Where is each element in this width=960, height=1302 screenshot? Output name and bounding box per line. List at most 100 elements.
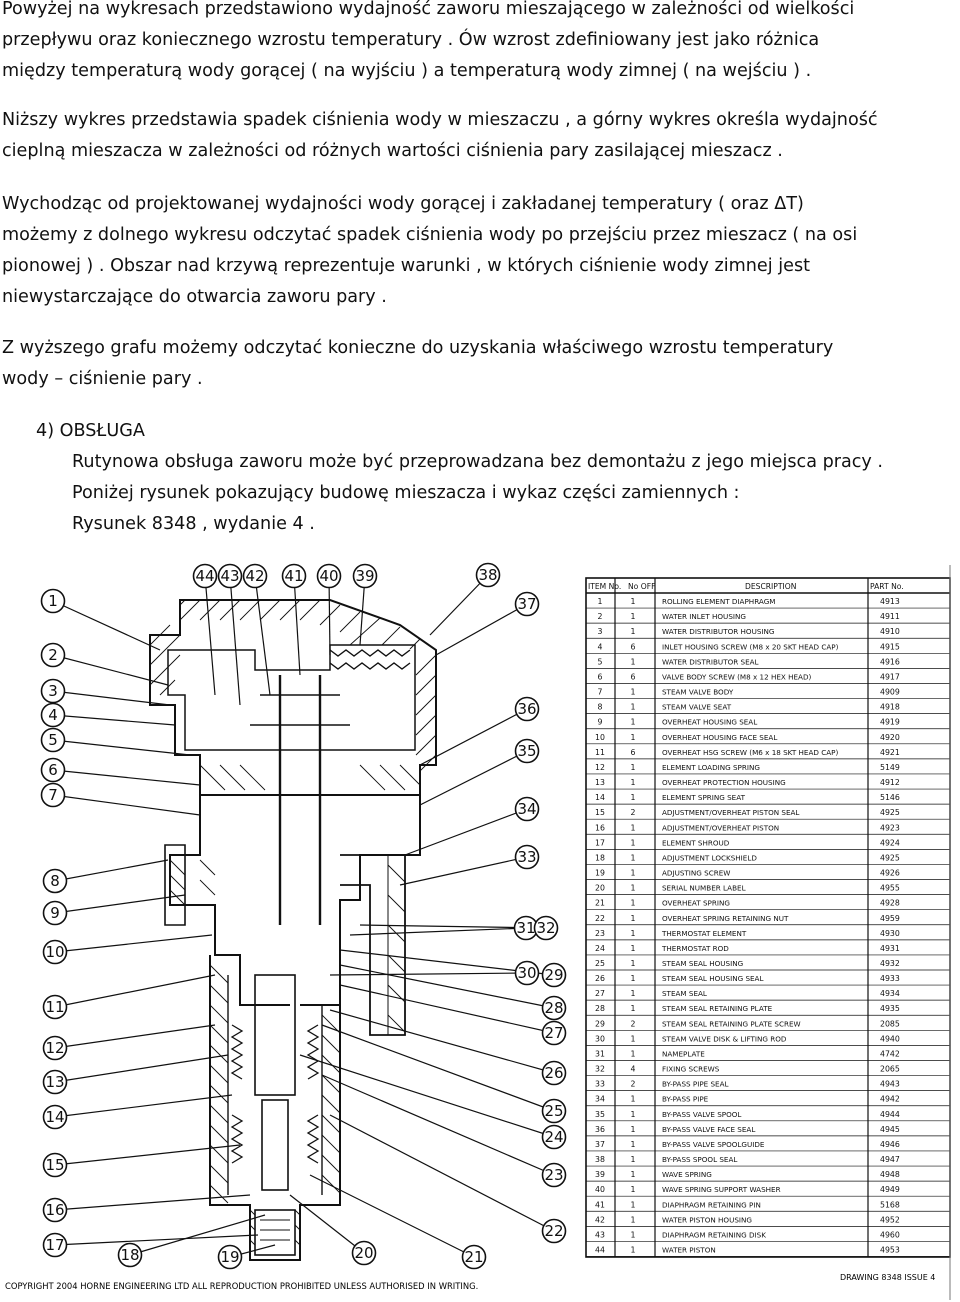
part-number-cell: 5168 [880, 1200, 900, 1209]
quantity-cell: 1 [631, 974, 636, 983]
leader-line [419, 708, 528, 766]
paragraph-reading-graph: Wychodząc od projektowanej wydajności wo… [2, 189, 952, 313]
description-cell: ADJUSTMENT/OVERHEAT PISTON [662, 823, 779, 832]
item-number-cell: 12 [595, 763, 605, 772]
item-number-cell: 5 [598, 657, 603, 666]
item-number-cell: 30 [595, 1034, 605, 1043]
description-cell: BY-PASS PIPE SEAL [662, 1080, 729, 1089]
item-number-cell: 38 [595, 1155, 605, 1164]
part-number-cell: 4948 [880, 1170, 900, 1179]
callout-balloon-8: 8 [42, 868, 68, 894]
table-header-cell: No OFF [628, 582, 655, 591]
leader-line [299, 1054, 555, 1138]
balloon-number: 24 [544, 1128, 563, 1146]
description-cell: BY-PASS PIPE [662, 1095, 709, 1104]
item-number-cell: 43 [595, 1230, 605, 1239]
leader-line [52, 600, 161, 651]
description-cell: STEAM SEAL RETAINING PLATE SCREW [662, 1019, 801, 1028]
description-cell: OVERHEAT HOUSING FACE SEAL [662, 733, 777, 742]
quantity-cell: 1 [631, 1185, 636, 1194]
balloon-number: 1 [48, 592, 58, 610]
description-cell: INLET HOUSING SCREW (M8 x 20 SKT HEAD CA… [662, 642, 839, 651]
balloon-number: 33 [517, 848, 536, 866]
leader-line [419, 750, 528, 806]
part-number-cell: 4915 [880, 642, 900, 651]
callout-balloon-6: 6 [40, 757, 66, 783]
part-number-cell: 4935 [880, 1004, 900, 1013]
description-cell: WATER PISTON HOUSING [662, 1215, 752, 1224]
balloon-number: 31 [516, 919, 535, 937]
callout-balloon-32: 32 [533, 915, 559, 941]
leader-line [52, 739, 191, 756]
balloon-number: 42 [245, 567, 264, 585]
callout-balloon-34: 34 [514, 796, 540, 822]
item-number-cell: 23 [595, 929, 605, 938]
part-number-cell: 4919 [880, 718, 900, 727]
balloon-number: 11 [45, 998, 64, 1016]
description-cell: BY-PASS SPOOL SEAL [662, 1155, 737, 1164]
callout-balloon-30: 30 [514, 960, 540, 986]
balloon-number: 22 [544, 1222, 563, 1240]
balloon-number: 5 [48, 731, 58, 749]
leader-line [54, 859, 169, 882]
leader-line [321, 1074, 555, 1176]
text-line: pionowej ) . Obszar nad krzywą reprezent… [2, 256, 811, 276]
balloon-number: 15 [45, 1156, 64, 1174]
part-number-cell: 5146 [880, 793, 900, 802]
quantity-cell: 1 [631, 1110, 636, 1119]
quantity-cell: 1 [631, 884, 636, 893]
quantity-cell: 2 [631, 1080, 636, 1089]
item-number-cell: 36 [595, 1125, 605, 1134]
callout-balloon-26: 26 [541, 1060, 567, 1086]
text-line: Powyżej na wykresach przedstawiono wydaj… [2, 0, 855, 19]
balloon-number: 12 [45, 1039, 64, 1057]
item-number-cell: 35 [595, 1110, 605, 1119]
description-cell: ADJUSTMENT/OVERHEAT PISTON SEAL [662, 808, 799, 817]
callout-balloon-16: 16 [42, 1197, 68, 1223]
leader-line [54, 974, 216, 1008]
item-number-cell: 13 [595, 778, 605, 787]
item-number-cell: 39 [595, 1170, 605, 1179]
balloon-number: 18 [120, 1246, 139, 1264]
description-cell: THERMOSTAT ROD [661, 944, 729, 953]
leader-line [54, 934, 213, 953]
quantity-cell: 1 [631, 1140, 636, 1149]
leader-line [321, 1024, 555, 1112]
description-cell: NAMEPLATE [662, 1049, 705, 1058]
item-number-cell: 16 [595, 823, 605, 832]
quantity-cell: 1 [631, 1230, 636, 1239]
leader-line [54, 1194, 251, 1211]
text-line: Niższy wykres przedstawia spadek ciśnien… [2, 110, 878, 130]
callout-balloon-20: 20 [351, 1240, 377, 1266]
drawing-reference: DRAWING 8348 ISSUE 4 [840, 1273, 935, 1282]
leader-line [204, 575, 216, 696]
leader-line [289, 1194, 365, 1254]
quantity-cell: 1 [631, 612, 636, 621]
item-number-cell: 22 [595, 914, 605, 923]
quantity-cell: 1 [631, 793, 636, 802]
description-cell: BY-PASS VALVE SPOOL [662, 1110, 741, 1119]
leader-line [339, 984, 555, 1034]
balloon-number: 37 [517, 595, 536, 613]
item-number-cell: 8 [598, 703, 603, 712]
callout-balloon-21: 21 [461, 1244, 487, 1270]
callout-balloon-42: 42 [242, 563, 268, 589]
item-number-cell: 17 [595, 838, 605, 847]
description-cell: DIAPHRAGM RETAINING DISK [662, 1230, 766, 1239]
